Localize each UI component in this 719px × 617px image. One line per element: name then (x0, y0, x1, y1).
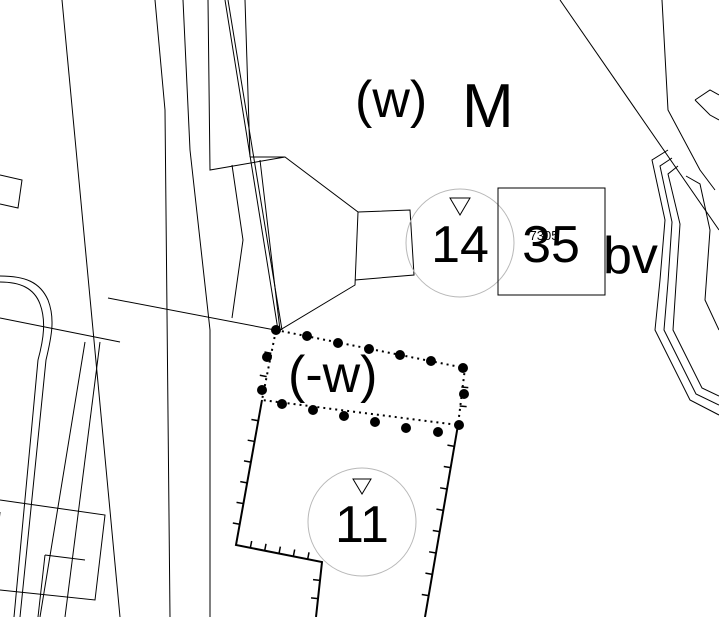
boundary-dots (257, 325, 469, 437)
boundary-tick (461, 386, 469, 389)
hex-building (250, 156, 415, 331)
boundary-dot (426, 356, 436, 366)
boundary-dot (333, 338, 343, 348)
boundary-tick (259, 374, 267, 378)
boundary-tick (432, 529, 440, 533)
lower-left-buildings (0, 499, 106, 617)
boundary-ticks (232, 351, 469, 600)
zone-label-bv: bv (603, 227, 658, 285)
boundary-tick (459, 405, 467, 408)
boundary-dot (370, 417, 380, 427)
boundary-dot (262, 352, 272, 362)
boundary-tick (310, 597, 319, 600)
small-building (0, 174, 23, 209)
boundary-dot (302, 331, 312, 341)
boundary-tick (240, 480, 248, 484)
right-contour (651, 149, 719, 416)
boundary-tick (243, 460, 251, 463)
zone-label-minus-w: (-w) (288, 346, 378, 404)
boundary-dot (395, 350, 405, 360)
boundary-dot (454, 420, 464, 430)
height-marker-14: 14 (405, 188, 515, 298)
triangle-marker-icon (352, 478, 372, 495)
boundary-tick (232, 522, 240, 526)
boundary-tick (263, 543, 267, 551)
boundary-dot (401, 423, 411, 433)
boundary-tick (421, 593, 429, 597)
boundary-tick (439, 487, 448, 490)
boundary-tick (306, 552, 310, 560)
left-curve (0, 275, 53, 617)
boundary-dot (458, 363, 468, 373)
zone-label-w: (w) (355, 71, 427, 129)
height-marker-11: 11 (307, 467, 417, 577)
boundary-tick (447, 444, 455, 448)
boundary-tick (247, 439, 255, 443)
box-number: 35 (522, 216, 580, 274)
boundary-dot (364, 344, 374, 354)
height-label-11: 11 (335, 496, 389, 554)
boundary-tick (428, 551, 437, 554)
box-small-number: 7305 (530, 228, 559, 243)
boundary-dot (459, 389, 469, 399)
boundary-dot (277, 399, 287, 409)
boundary-tick (251, 418, 259, 422)
boundary-dot (308, 405, 318, 415)
boundary-tick (292, 549, 296, 557)
boundary-tick (425, 572, 433, 576)
boundary-dot (271, 325, 281, 335)
boundary-dot (433, 427, 443, 437)
boundary-dot (339, 411, 349, 421)
boundary-tick (436, 508, 444, 512)
height-label-14: 14 (431, 216, 489, 274)
boundary-tick (278, 546, 282, 554)
boundary-tick (236, 501, 244, 505)
boundary-dot (257, 385, 267, 395)
zone-label-m: M (462, 72, 514, 141)
boundary-tick (443, 465, 451, 469)
triangle-marker-icon (449, 197, 471, 216)
boundary-tick (312, 578, 321, 582)
road-lines (0, 0, 286, 617)
parcel-box: 7305 35 (497, 187, 606, 296)
boundary-tick (249, 540, 253, 548)
right-lines (559, 0, 719, 231)
